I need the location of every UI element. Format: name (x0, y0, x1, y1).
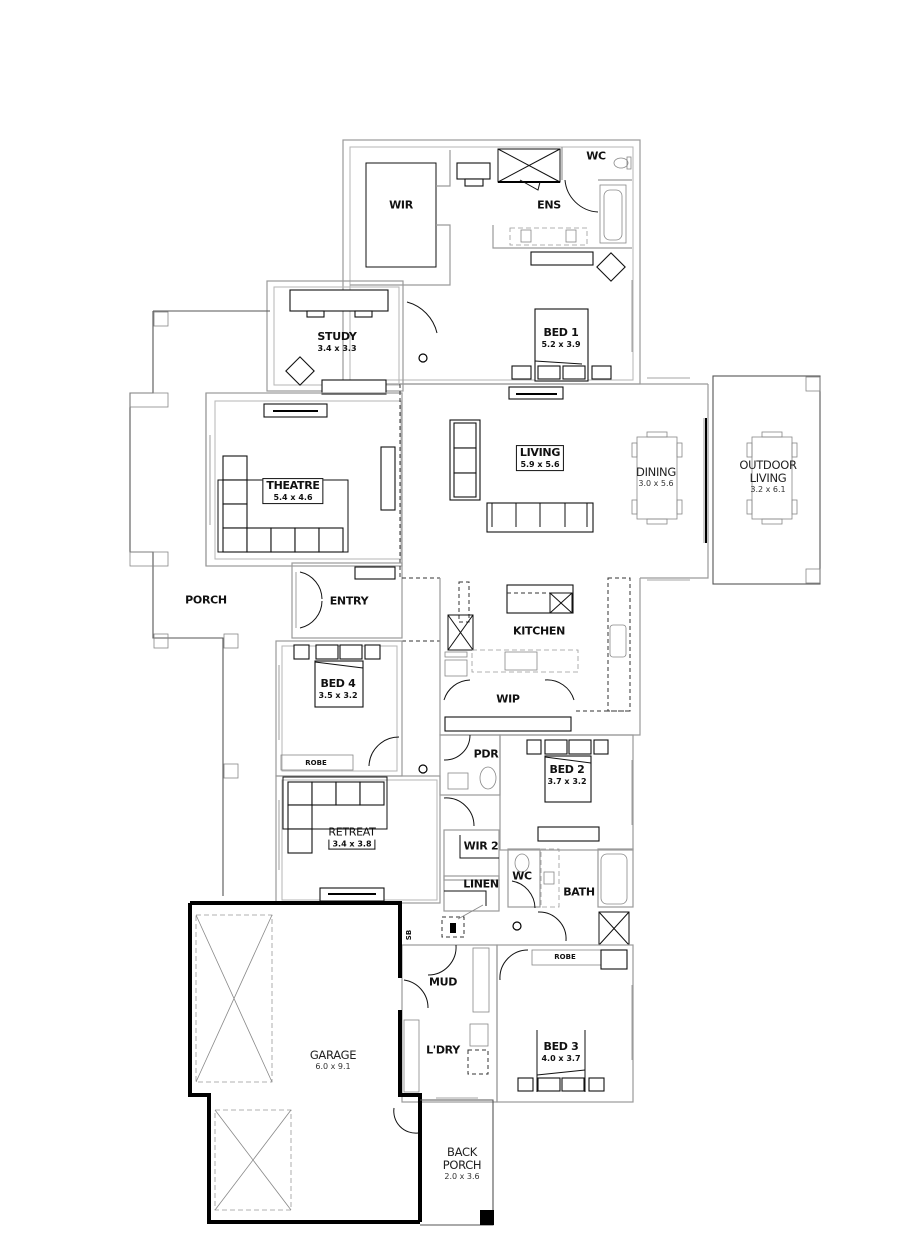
kitchen (439, 577, 641, 736)
room-label-dining: DINING 3.0 x 5.6 (636, 464, 676, 489)
room-label-wip: WIP (496, 692, 520, 706)
switchboard-label: SB (404, 929, 413, 941)
retreat (275, 775, 441, 904)
room-label-bed4: BED 4 3.5 x 3.2 (318, 677, 358, 700)
bed3 (496, 944, 634, 1103)
room-label-wc2: WC (512, 869, 532, 883)
room-label-garage: GARAGE 6.0 x 9.1 (309, 1047, 357, 1072)
room-label-wc: WC (586, 149, 606, 163)
room-label-porch: PORCH (185, 593, 227, 607)
wet-areas (441, 829, 634, 946)
room-label-retreat: RETREAT 3.4 x 3.8 (328, 825, 376, 850)
back-porch (420, 1097, 494, 1226)
bed1-furniture (406, 251, 633, 382)
room-label-living: LIVING 5.9 x 5.6 (515, 445, 565, 471)
room-label-outdoor-living: OUTDOOR LIVING 3.2 x 6.1 (739, 458, 797, 495)
room-label-wir: WIR (389, 198, 413, 212)
room-label-kitchen: KITCHEN (512, 624, 566, 638)
room-label-bed1: BED 1 5.2 x 3.9 (541, 326, 581, 349)
study-walls (266, 280, 428, 395)
room-label-ldry: L'DRY (426, 1043, 460, 1057)
room-label-bath: BATH (563, 885, 595, 899)
robe-label-bed3: ROBE (554, 952, 576, 961)
theatre (205, 384, 403, 578)
pdr-bed2 (439, 734, 634, 851)
outdoor-living (712, 375, 821, 585)
bed4 (275, 640, 428, 777)
room-label-mud: MUD (428, 975, 458, 989)
room-label-pdr: PDR (473, 747, 499, 761)
robe-label-bed4: ROBE (305, 758, 327, 767)
room-label-ens: ENS (537, 198, 561, 212)
room-label-study: STUDY 3.4 x 3.3 (317, 330, 357, 353)
master-suite-walls (342, 139, 641, 385)
room-label-back-porch: BACK PORCH 2.0 x 3.6 (442, 1145, 482, 1182)
entry (291, 562, 440, 642)
room-label-linen: LINEN (463, 877, 499, 891)
room-label-bed2: BED 2 3.7 x 3.2 (547, 763, 587, 786)
ensuite-fixtures (456, 148, 632, 246)
room-label-theatre: THEATRE 5.4 x 4.6 (262, 478, 324, 504)
mud-laundry (401, 944, 498, 1103)
room-label-wir2: WIR 2 (463, 839, 499, 853)
living-dining (400, 377, 709, 581)
room-label-entry: ENTRY (329, 594, 369, 608)
room-label-bed3: BED 3 4.0 x 3.7 (541, 1040, 581, 1063)
garage (188, 901, 422, 1224)
